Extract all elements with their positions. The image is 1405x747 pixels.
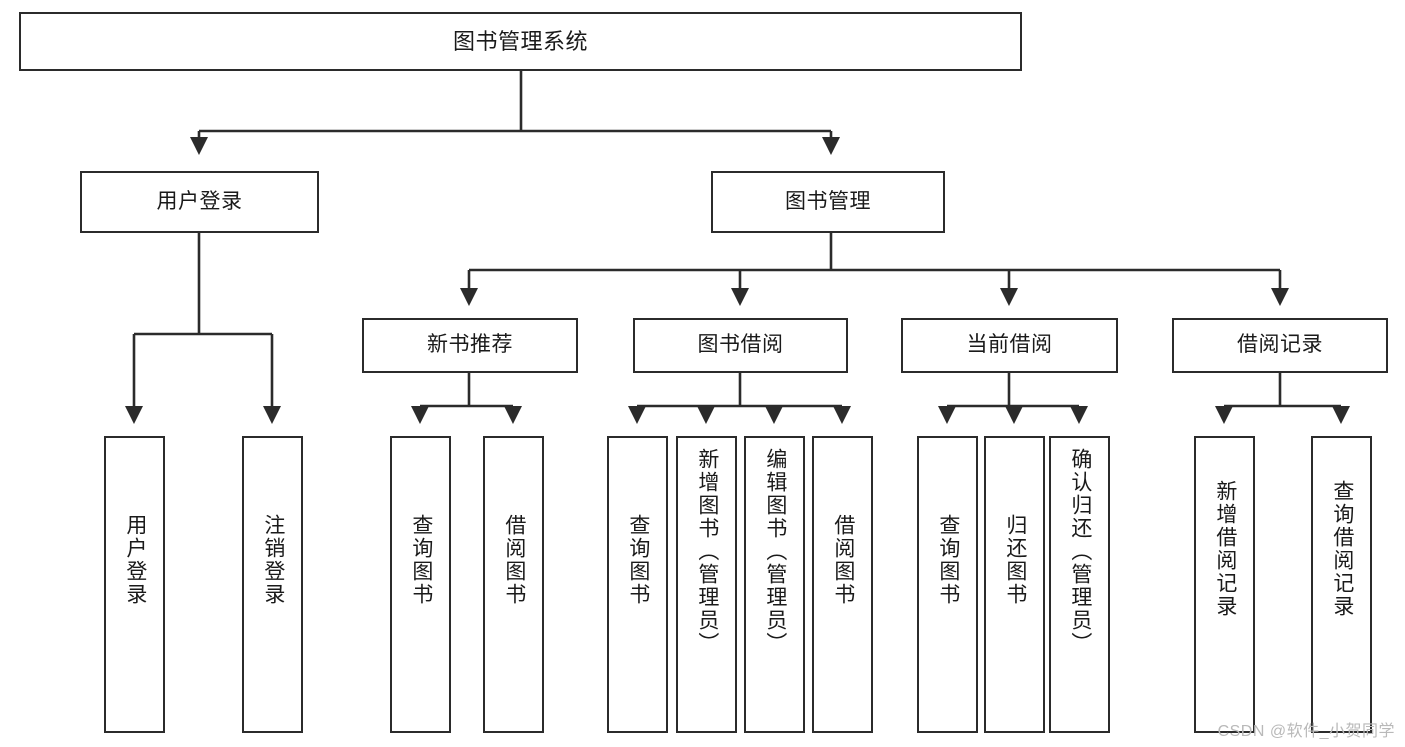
node-current-borrow[interactable]: 当前借阅 bbox=[901, 318, 1118, 373]
leaf-book-borrow-borrow-book[interactable]: 借阅图书 bbox=[812, 436, 873, 733]
leaf-borrow-record-query-record[interactable]: 查询借阅记录 bbox=[1311, 436, 1372, 733]
node-label: 确认归还（管理员） bbox=[1068, 448, 1092, 655]
leaf-current-borrow-return-book[interactable]: 归还图书 bbox=[984, 436, 1045, 733]
node-label: 借阅图书 bbox=[502, 514, 526, 606]
node-label: 查询图书 bbox=[936, 514, 960, 606]
node-label: 用户登录 bbox=[156, 189, 243, 213]
leaf-new-book-query-book[interactable]: 查询图书 bbox=[390, 436, 451, 733]
node-label: 新增借阅记录 bbox=[1213, 480, 1237, 618]
node-label: 查询图书 bbox=[409, 514, 433, 606]
node-label: 图书借阅 bbox=[697, 333, 784, 357]
leaf-new-book-borrow-book[interactable]: 借阅图书 bbox=[483, 436, 544, 733]
leaf-book-borrow-add-book-admin[interactable]: 新增图书（管理员） bbox=[676, 436, 737, 733]
node-new-book-recommend[interactable]: 新书推荐 bbox=[362, 318, 578, 373]
node-label: 查询图书 bbox=[626, 514, 650, 606]
node-label: 注销登录 bbox=[261, 514, 285, 606]
node-label: 当前借阅 bbox=[966, 333, 1053, 357]
leaf-user-login-login[interactable]: 用户登录 bbox=[104, 436, 165, 733]
node-borrow-record[interactable]: 借阅记录 bbox=[1172, 318, 1388, 373]
node-book-management[interactable]: 图书管理 bbox=[711, 171, 945, 233]
leaf-current-borrow-confirm-return-admin[interactable]: 确认归还（管理员） bbox=[1049, 436, 1110, 733]
node-user-login[interactable]: 用户登录 bbox=[80, 171, 319, 233]
node-root-book-management-system[interactable]: 图书管理系统 bbox=[19, 12, 1022, 71]
node-label: 查询借阅记录 bbox=[1330, 480, 1354, 618]
leaf-current-borrow-query-book[interactable]: 查询图书 bbox=[917, 436, 978, 733]
leaf-user-login-logout[interactable]: 注销登录 bbox=[242, 436, 303, 733]
node-label: 用户登录 bbox=[123, 514, 147, 606]
leaf-book-borrow-edit-book-admin[interactable]: 编辑图书（管理员） bbox=[744, 436, 805, 733]
node-label: 借阅图书 bbox=[831, 514, 855, 606]
csdn-watermark: CSDN @软件_小贺同学 bbox=[1217, 723, 1395, 740]
node-book-borrow[interactable]: 图书借阅 bbox=[633, 318, 848, 373]
leaf-borrow-record-add-record[interactable]: 新增借阅记录 bbox=[1194, 436, 1255, 733]
node-label: 借阅记录 bbox=[1237, 333, 1323, 357]
node-label: 图书管理系统 bbox=[452, 28, 588, 54]
leaf-book-borrow-query-book[interactable]: 查询图书 bbox=[607, 436, 668, 733]
node-label: 新增图书（管理员） bbox=[695, 448, 719, 655]
node-label: 图书管理 bbox=[785, 189, 871, 213]
node-label: 编辑图书（管理员） bbox=[763, 448, 787, 655]
node-label: 新书推荐 bbox=[427, 333, 513, 357]
node-label: 归还图书 bbox=[1003, 514, 1027, 606]
